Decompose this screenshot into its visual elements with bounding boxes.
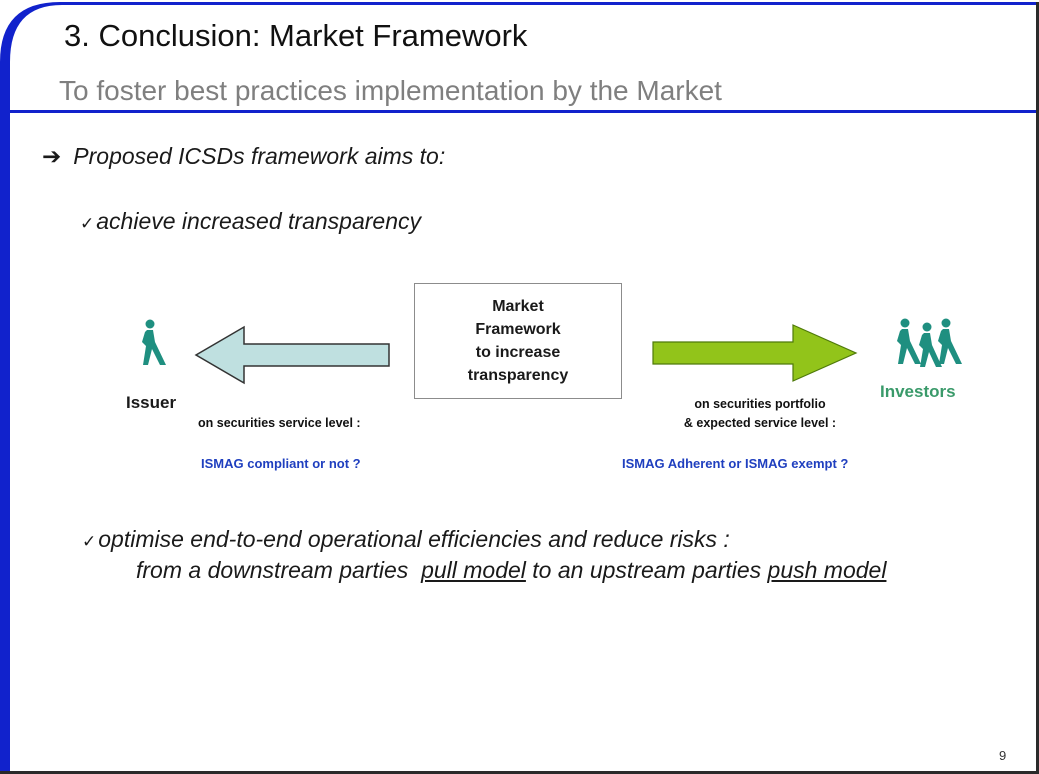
check-item-efficiency: ✓optimise end-to-end operational efficie… bbox=[82, 526, 730, 553]
pull-model-text: pull model bbox=[421, 557, 526, 583]
market-framework-box: Market Framework to increase transparenc… bbox=[414, 283, 622, 399]
box-line-2: Framework bbox=[475, 321, 561, 338]
box-line-3: to increase bbox=[475, 344, 561, 361]
check-item-transparency: ✓achieve increased transparency bbox=[80, 208, 421, 235]
check-icon: ✓ bbox=[80, 214, 95, 233]
main-bullet: ➔ Proposed ICSDs framework aims to: bbox=[42, 143, 445, 170]
issuer-label: Issuer bbox=[126, 393, 177, 412]
right-arrow-icon bbox=[652, 324, 858, 382]
investors-note-line-1: on securities portfolio bbox=[694, 397, 826, 411]
investors-question: ISMAG Adherent or ISMAG exempt ? bbox=[622, 456, 849, 471]
push-model-text: push model bbox=[767, 557, 887, 583]
check-item-text: achieve increased transparency bbox=[96, 208, 421, 234]
left-arrow-icon bbox=[194, 325, 390, 385]
right-arrow-icon: ➔ bbox=[42, 143, 62, 169]
issuer-question: ISMAG compliant or not ? bbox=[201, 456, 361, 471]
box-line-4: transparency bbox=[467, 367, 569, 384]
investors-label: Investors bbox=[880, 382, 956, 401]
main-bullet-text: Proposed ICSDs framework aims to: bbox=[73, 143, 446, 169]
issuer-note: on securities service level : bbox=[198, 416, 361, 430]
investors-note-line-2: & expected service level : bbox=[683, 416, 837, 430]
check-item-subline: from a downstream parties pull model to … bbox=[136, 557, 886, 584]
subline-middle: to an upstream parties bbox=[525, 557, 768, 583]
check-item-text: optimise end-to-end operational efficien… bbox=[98, 526, 730, 552]
page-number: 9 bbox=[999, 748, 1007, 763]
check-icon: ✓ bbox=[82, 532, 97, 551]
subline-prefix: from a downstream parties bbox=[136, 557, 422, 583]
slide-title: 3. Conclusion: Market Framework bbox=[64, 18, 528, 53]
person-icon bbox=[142, 319, 166, 365]
box-line-1: Market bbox=[492, 298, 544, 315]
slide-subtitle: To foster best practices implementation … bbox=[59, 75, 722, 106]
people-group-icon bbox=[897, 318, 962, 367]
